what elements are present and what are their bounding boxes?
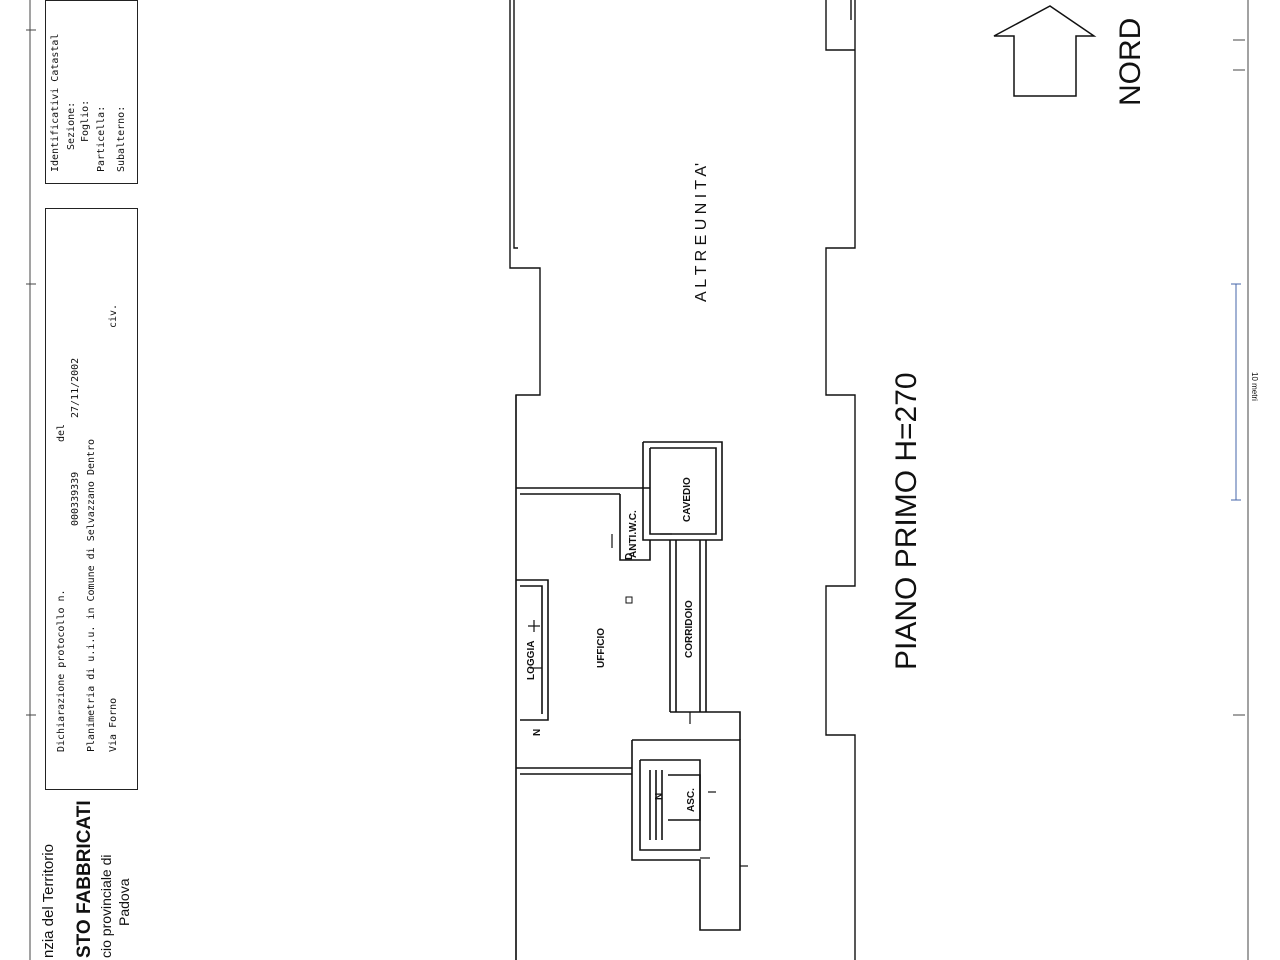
building-outline — [509, 0, 856, 960]
door-marks — [528, 533, 748, 867]
floor-label: PIANO PRIMO H=270 — [890, 372, 923, 670]
border-ticks — [26, 0, 1249, 960]
room-asc: ASC. — [686, 788, 697, 812]
small-square — [625, 596, 633, 604]
room-cavedio: CAVEDIO — [682, 477, 693, 522]
other-units-label: A L T R E U N I T A' — [693, 163, 710, 302]
declaration-box — [45, 208, 138, 790]
north-arrow-icon — [993, 5, 1097, 97]
cadastral-box — [45, 0, 138, 184]
marker-n1: N — [532, 729, 543, 736]
room-antiwc: ANTI.W.C. — [628, 510, 639, 558]
room-ufficio: UFFICIO — [596, 628, 607, 668]
scale-label: 10 metri — [1250, 372, 1259, 401]
room-corridoio: CORRIDOIO — [684, 600, 695, 658]
marker-n2: N — [654, 793, 665, 800]
room-loggia: LOGGIA — [526, 641, 537, 680]
north-label: NORD — [1114, 18, 1147, 106]
marker-d: D — [624, 553, 635, 560]
unit-walls — [516, 441, 741, 931]
